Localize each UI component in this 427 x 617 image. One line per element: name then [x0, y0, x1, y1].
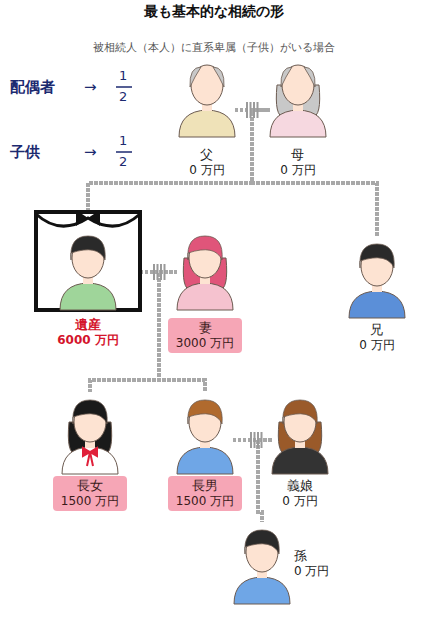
share-box: 長女1500 万円 [53, 476, 127, 511]
descent-line [235, 110, 377, 236]
person-figure [177, 400, 233, 474]
name-block: 遺産6000 万円 [57, 317, 119, 348]
marriage-mark [253, 102, 255, 118]
hair [245, 530, 279, 554]
descent-line [252, 110, 377, 236]
person-name: 義娘 [282, 478, 317, 494]
name-block: 母0 万円 [280, 147, 315, 178]
marriage-mark [246, 102, 248, 118]
hair [283, 400, 317, 424]
share-box: 妻3000 万円 [168, 318, 242, 353]
share-label: 1 [119, 133, 127, 148]
inheritance-amount: 0 万円 [280, 163, 315, 178]
person-node: 長女1500 万円 [62, 392, 118, 474]
person-name: 兄 [359, 322, 394, 338]
hair [188, 400, 222, 424]
marriage-mark [254, 432, 256, 448]
marriage-mark [261, 432, 263, 448]
person-figure [270, 65, 326, 137]
share-label: 2 [119, 154, 127, 169]
marriage-mark [250, 432, 252, 448]
name-block: 兄0 万円 [359, 322, 394, 353]
person-name: 遺産 [57, 317, 119, 333]
descent-line [258, 440, 272, 522]
fraction-bar [116, 86, 132, 88]
inheritance-amount: 6000 万円 [57, 333, 119, 348]
person-figure [62, 400, 118, 474]
person-name: 父 [189, 147, 224, 163]
share-label: 配偶者 [10, 78, 55, 97]
person-body [62, 447, 118, 474]
person-figure [60, 236, 116, 310]
person-node: 孫0 万円 [234, 522, 290, 604]
descent-line [88, 110, 252, 212]
person-node: 母0 万円 [270, 55, 326, 137]
fraction-bar [116, 151, 132, 153]
mourning-bow [76, 210, 100, 226]
hair [71, 236, 105, 260]
inheritance-amount: 1500 万円 [61, 494, 119, 509]
person-node: 兄0 万円 [349, 236, 405, 318]
person-node: 妻3000 万円 [177, 228, 233, 310]
subtitle: 被相続人（本人）に直系卑属（子供）がいる場合 [8, 40, 419, 55]
person-name: 孫 [294, 548, 329, 564]
marriage-mark [257, 432, 259, 448]
inheritance-amount: 1500 万円 [176, 494, 234, 509]
inheritance-amount: 3000 万円 [176, 336, 234, 351]
person-name: 母 [280, 147, 315, 163]
person-figure [272, 400, 328, 474]
marriage-mark [250, 102, 252, 118]
person-figure [349, 244, 405, 318]
hair [188, 236, 222, 260]
ribbon [83, 448, 97, 466]
person-node: 長男1500 万円 [177, 392, 233, 474]
person-body [179, 110, 235, 137]
marriage-mark [164, 264, 166, 280]
person-node: 父0 万円 [179, 55, 235, 137]
share-label: 2 [119, 89, 127, 104]
person-body [177, 283, 233, 310]
share-label: → [84, 78, 97, 96]
person-body [270, 110, 326, 137]
marriage-mark [153, 264, 155, 280]
person-name: 妻 [176, 320, 234, 336]
share-label: 1 [119, 68, 127, 83]
inheritance-amount: 0 万円 [189, 163, 224, 178]
name-block: 父0 万円 [189, 147, 224, 178]
mourning-frame [36, 212, 140, 310]
hair [190, 67, 224, 87]
hair [281, 67, 315, 87]
name-block: 義娘0 万円 [282, 478, 317, 509]
descent-line [88, 110, 270, 212]
marriage-mark [157, 264, 159, 280]
person-name: 長女 [61, 478, 119, 494]
person-body [234, 577, 290, 604]
mourning-ribbon [36, 214, 140, 226]
marriage-mark [160, 264, 162, 280]
inheritance-amount: 0 万円 [282, 494, 317, 509]
person-figure [177, 236, 233, 310]
person-node: 義娘0 万円 [272, 392, 328, 474]
diagram-title: 最も基本的な相続の形 [0, 3, 427, 21]
person-body [177, 447, 233, 474]
person-figure [234, 530, 290, 604]
share-label: 子供 [10, 143, 40, 162]
person-name: 長男 [176, 478, 234, 494]
person-figure [179, 65, 235, 137]
hair [360, 244, 394, 268]
inheritance-amount: 0 万円 [359, 338, 394, 353]
share-box: 長男1500 万円 [168, 476, 242, 511]
person-node: 遺産6000 万円 [36, 212, 140, 310]
person-body [60, 283, 116, 310]
share-label: → [84, 143, 97, 161]
hair [73, 400, 107, 424]
marriage-mark [257, 102, 259, 118]
person-body [349, 291, 405, 318]
person-body [272, 447, 328, 474]
inheritance-amount: 0 万円 [294, 564, 329, 579]
name-block: 孫0 万円 [294, 548, 329, 579]
